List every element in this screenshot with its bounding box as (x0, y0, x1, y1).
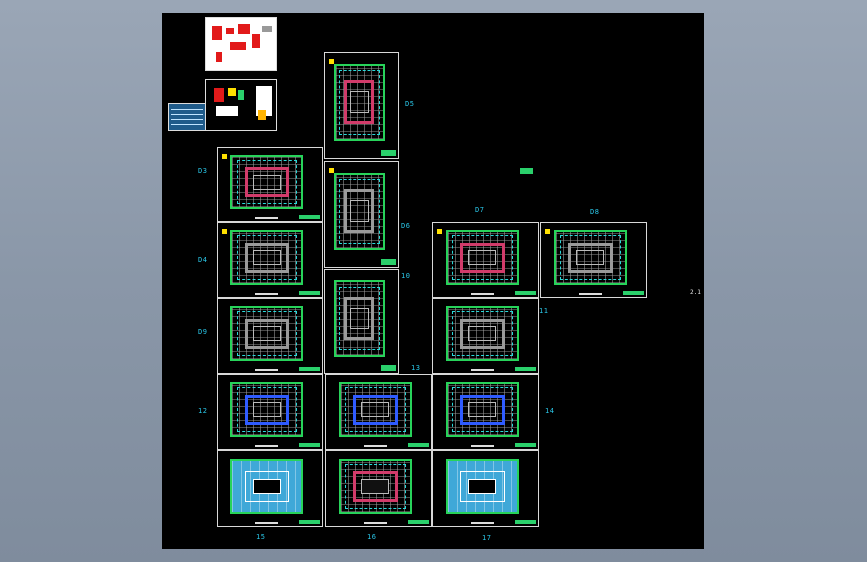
sheet-11[interactable] (432, 298, 539, 374)
label-12: 12 (198, 407, 208, 415)
floor-plan (230, 230, 304, 286)
floor-plan (333, 172, 385, 251)
sheet-d5[interactable] (324, 52, 399, 159)
sheet-16[interactable] (325, 450, 432, 527)
floor-plan (445, 458, 520, 514)
sheet-14[interactable] (432, 374, 539, 450)
sheet-13[interactable] (325, 374, 432, 450)
sheet-d9[interactable] (217, 298, 323, 374)
title-block (381, 258, 396, 265)
title-block (515, 442, 536, 447)
sheet-thumbnail-red-plan[interactable] (205, 17, 277, 71)
label-14: 14 (545, 407, 555, 415)
title-block (515, 519, 536, 524)
label-d4: D4 (198, 256, 208, 264)
label-15: 15 (256, 533, 266, 541)
sheet-thumbnail-table[interactable] (168, 103, 206, 131)
title-block (299, 214, 320, 219)
floor-plan (445, 230, 520, 286)
floor-plan (445, 382, 520, 438)
sheet-15[interactable] (217, 450, 323, 527)
label-d7: D7 (475, 206, 485, 214)
title-block (515, 366, 536, 371)
corner-text: 2.1 (690, 289, 701, 296)
title-block (381, 364, 396, 371)
floor-plan (338, 382, 413, 438)
green-marker (520, 168, 533, 174)
label-13: 13 (411, 364, 421, 372)
title-block (408, 442, 429, 447)
sheet-d6[interactable] (324, 161, 399, 268)
floor-plan (333, 63, 385, 142)
sheet-thumbnail-legend[interactable] (205, 79, 277, 131)
label-d6: D6 (401, 222, 411, 230)
label-d9: D9 (198, 328, 208, 336)
floor-plan (230, 458, 304, 514)
label-17: 17 (482, 534, 492, 542)
title-block (408, 519, 429, 524)
floor-plan (445, 306, 520, 362)
floor-plan (230, 155, 304, 210)
label-16: 16 (367, 533, 377, 541)
title-block (381, 149, 396, 156)
title-block (623, 290, 644, 295)
floor-plan (553, 230, 628, 286)
floor-plan (230, 382, 304, 438)
sheet-12[interactable] (217, 374, 323, 450)
floor-plan (230, 306, 304, 362)
sheet-d4[interactable] (217, 222, 323, 298)
title-block (299, 366, 320, 371)
title-block (515, 290, 536, 295)
label-d8: D8 (590, 208, 600, 216)
sheet-17[interactable] (432, 450, 539, 527)
sheet-d8[interactable] (540, 222, 647, 298)
label-10: 10 (401, 272, 411, 280)
floor-plan (333, 280, 385, 357)
sheet-d7[interactable] (432, 222, 539, 298)
label-d5: D5 (405, 100, 415, 108)
floor-plan (338, 458, 413, 514)
label-11: 11 (539, 307, 549, 315)
sheet-d3[interactable] (217, 147, 323, 222)
title-block (299, 290, 320, 295)
label-d3: D3 (198, 167, 208, 175)
title-block (299, 519, 320, 524)
title-block (299, 442, 320, 447)
sheet-10[interactable] (324, 269, 399, 374)
